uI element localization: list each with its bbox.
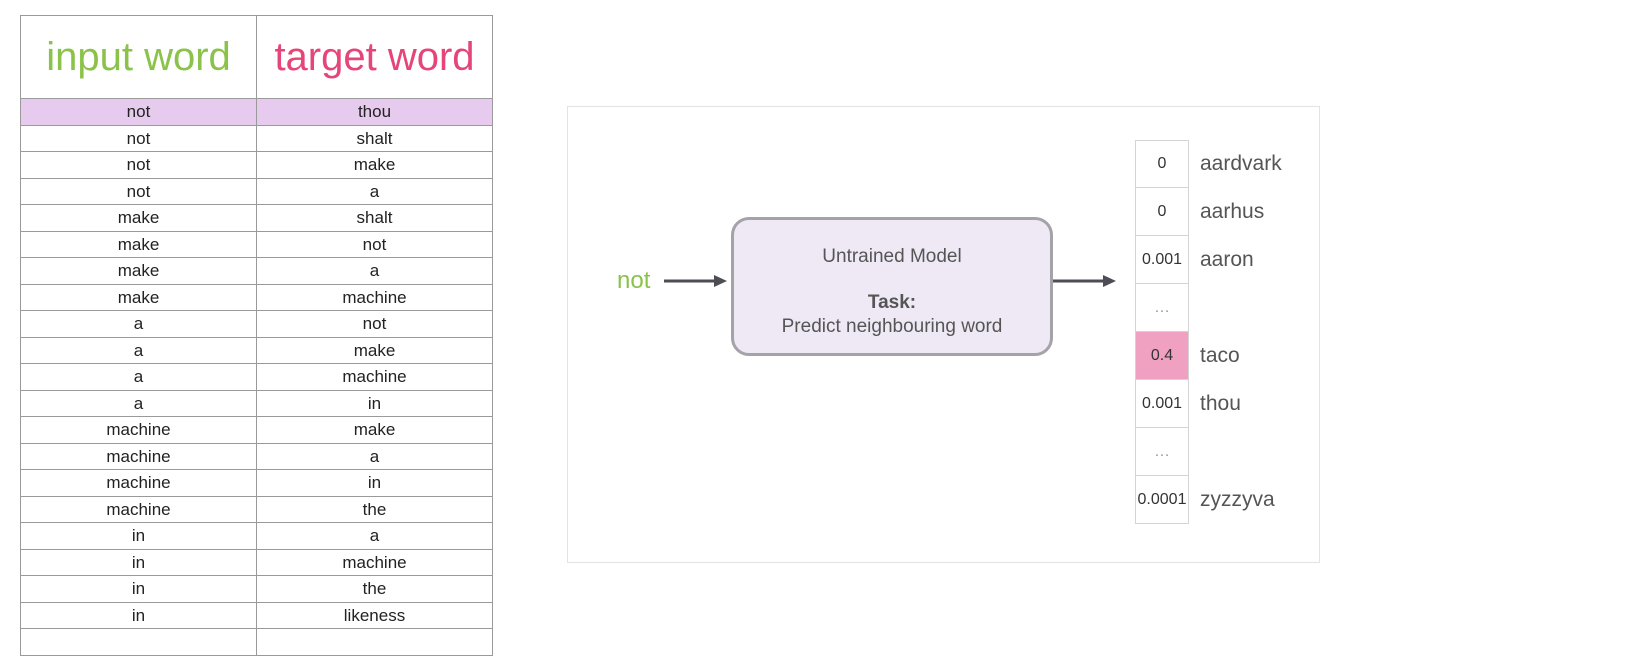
input-word-cell: in [20,601,257,629]
vocabulary-word: thou [1200,392,1241,415]
vocabulary-column: aardvark aarhus aaron taco thou zyzzyva [1200,140,1282,524]
input-word-cell: in [20,575,257,603]
target-word-cell: not [256,230,493,258]
input-word-cell: make [20,230,257,258]
input-word-cell: not [20,124,257,152]
input-word-cell: not [20,151,257,179]
output-arrow-icon [1053,275,1116,287]
target-word-cell: make [256,151,493,179]
task-label: Task: [867,292,917,313]
input-word-cell: in [20,548,257,576]
target-word-cell: shalt [256,124,493,152]
vocabulary-word [1200,284,1282,332]
vocabulary-word: taco [1200,344,1240,367]
table-header-row: input word target word [20,15,493,99]
input-word-cell: make [20,257,257,285]
vocabulary-word: zyzzyva [1200,488,1275,511]
input-word-cell: a [20,389,257,417]
target-word-cell: a [256,522,493,550]
probability-cell: 0.0001 [1135,476,1189,524]
target-word-cell: in [256,469,493,497]
input-word-cell: machine [20,495,257,523]
input-word-label: not [617,267,651,294]
target-word-cell: make [256,416,493,444]
vocabulary-word: aardvark [1200,152,1282,175]
target-word-cell: machine [256,283,493,311]
target-word-cell: likeness [256,601,493,629]
input-word-cell: not [20,98,257,126]
target-word-cell: make [256,336,493,364]
untrained-model-box: Untrained Model Task: Predict neighbouri… [731,217,1053,356]
probability-cell: 0.001 [1135,380,1189,428]
input-word-cell: a [20,310,257,338]
input-word-cell: machine [20,469,257,497]
ellipsis-cell: … [1135,284,1189,332]
target-word-cell: the [256,575,493,603]
input-word-cell: machine [20,416,257,444]
model-title: Untrained Model [822,246,962,267]
target-word-header: target word [256,15,493,99]
target-word-cell: not [256,310,493,338]
task-text: Predict neighbouring word [781,316,1003,337]
probability-cell: 0 [1135,188,1189,236]
table-row [20,628,493,656]
probability-cell: 0.4 [1135,332,1189,380]
target-word-cell: the [256,495,493,523]
target-word-cell: thou [256,98,493,126]
probability-cell: 0 [1135,140,1189,188]
ellipsis-cell: … [1135,428,1189,476]
target-word-cell: machine [256,548,493,576]
input-word-cell: make [20,204,257,232]
input-word-cell: machine [20,442,257,470]
input-arrow-icon [664,275,727,287]
target-word-cell: a [256,442,493,470]
target-word-cell: in [256,389,493,417]
model-diagram-panel: not Untrained Model Task: Predict neighb… [567,106,1320,563]
vocabulary-word [1200,428,1282,476]
probability-cell: 0.001 [1135,236,1189,284]
input-word-cell: a [20,363,257,391]
vocabulary-word: aaron [1200,248,1254,271]
input-word-header: input word [20,15,257,99]
target-word-cell: a [256,257,493,285]
input-word-cell [20,628,257,656]
target-word-cell [256,628,493,656]
input-word-cell: a [20,336,257,364]
target-word-cell: a [256,177,493,205]
input-word-cell: in [20,522,257,550]
target-word-cell: shalt [256,204,493,232]
vocabulary-word: aarhus [1200,200,1265,223]
input-word-cell: not [20,177,257,205]
input-word-cell: make [20,283,257,311]
target-word-cell: machine [256,363,493,391]
